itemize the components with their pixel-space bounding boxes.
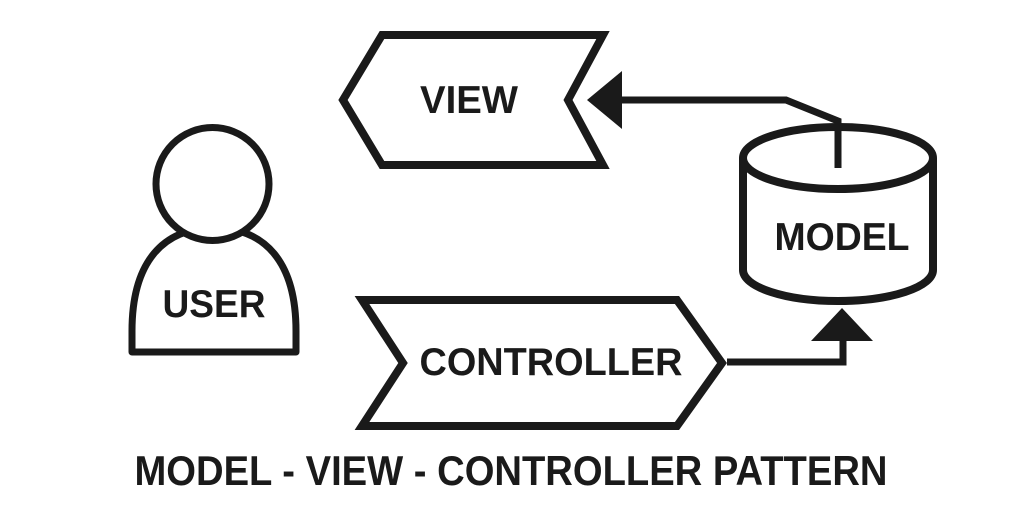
- controller-label: CONTROLLER: [420, 341, 683, 384]
- user-head-icon: [152, 124, 273, 244]
- model-to-view-connector: [620, 96, 842, 168]
- controller-node: CONTROLLER: [354, 296, 727, 430]
- controller-chevron-shape: [354, 296, 727, 430]
- view-label: VIEW: [420, 79, 518, 122]
- model-label: MODEL: [775, 216, 910, 259]
- arrowhead-up-icon: [811, 308, 873, 341]
- controller-to-model-connector: [727, 337, 847, 366]
- diagram-title: MODEL - VIEW - CONTROLLER PATTERN: [135, 447, 888, 494]
- user-node: USER: [128, 124, 300, 356]
- model-to-view-edge: [587, 71, 842, 168]
- controller-to-model-edge: [727, 308, 873, 366]
- view-node: VIEW: [338, 31, 610, 169]
- user-label: USER: [163, 283, 266, 326]
- model-cylinder-body: [739, 158, 937, 305]
- arrowhead-left-icon: [587, 71, 622, 129]
- model-node: MODEL: [739, 123, 937, 305]
- view-chevron-shape: [338, 31, 610, 169]
